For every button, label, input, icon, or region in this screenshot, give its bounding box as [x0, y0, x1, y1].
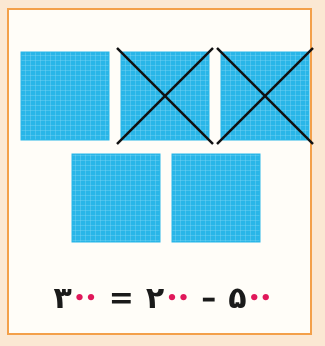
subtraction-equation: ۳ •• = ۲ •• – ۵ •• — [0, 280, 325, 316]
subtrahend-zeros: •• — [166, 288, 189, 309]
result-zeros: •• — [74, 288, 97, 309]
subtrahend-digit: ۲ — [146, 281, 164, 316]
minuend-zeros: •• — [249, 288, 272, 309]
subtrahend-number: ۲ •• — [146, 281, 189, 316]
result-digit: ۳ — [53, 281, 71, 316]
minuend-number: ۵ •• — [228, 281, 271, 316]
minus-sign: – — [201, 281, 216, 316]
hundred-block — [72, 154, 160, 242]
hundred-block — [21, 52, 109, 140]
hundred-block — [172, 154, 260, 242]
equals-sign: = — [109, 281, 134, 316]
result-number: ۳ •• — [53, 281, 96, 316]
minuend-digit: ۵ — [228, 281, 246, 316]
